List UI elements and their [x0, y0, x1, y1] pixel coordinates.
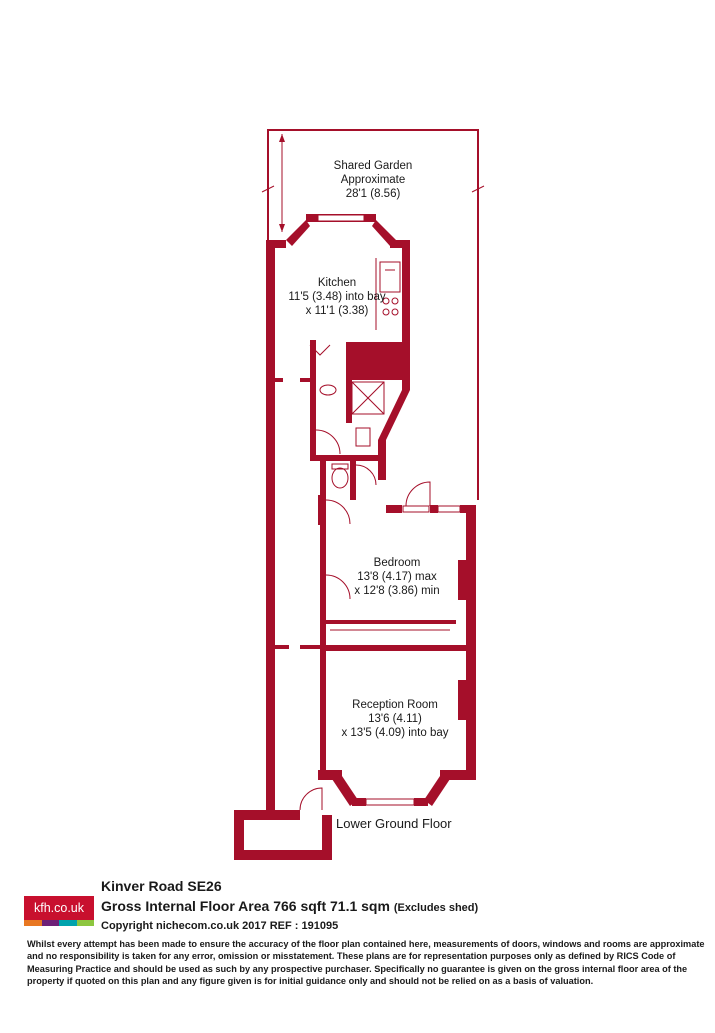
hob-icon — [382, 297, 390, 305]
svg-text:Shared Garden: Shared Garden — [334, 160, 413, 172]
svg-text:Kitchen: Kitchen — [318, 277, 356, 289]
shared-garden — [261, 129, 485, 500]
reception-label: Reception Room 13'6 (4.11) x 13'5 (4.09)… — [341, 699, 448, 739]
outer-walls — [234, 214, 476, 860]
logo-text: kfh.co.uk — [24, 896, 94, 920]
floor-area: Gross Internal Floor Area 766 sqft 71.1 … — [101, 898, 478, 914]
doors — [299, 344, 431, 811]
toilet-icon — [331, 467, 349, 489]
windows — [317, 214, 461, 806]
footer: kfh.co.uk Kinver Road SE26 Gross Interna… — [0, 872, 715, 1033]
bedroom-label: Bedroom 13'8 (4.17) max x 12'8 (3.86) mi… — [354, 557, 439, 597]
svg-text:28'1 (8.56): 28'1 (8.56) — [346, 188, 401, 200]
floor-name-label: Lower Ground Floor — [336, 816, 452, 831]
svg-text:x 11'1 (3.38): x 11'1 (3.38) — [306, 305, 369, 317]
shower-icon — [351, 381, 385, 415]
kitchen-sink-icon — [379, 261, 401, 293]
svg-text:x 13'5 (4.09) into bay: x 13'5 (4.09) into bay — [341, 727, 448, 739]
kfh-logo[interactable]: kfh.co.uk — [24, 896, 94, 928]
svg-text:Approximate: Approximate — [341, 174, 406, 186]
floor-plan: Shared Garden Approximate 28'1 (8.56) Ki… — [234, 129, 485, 860]
copyright-line: Copyright nichecom.co.uk 2017 REF : 1910… — [101, 920, 339, 932]
svg-text:Reception Room: Reception Room — [352, 699, 438, 711]
svg-text:11'5 (3.48) into bay: 11'5 (3.48) into bay — [288, 291, 385, 303]
property-address: Kinver Road SE26 — [101, 878, 222, 894]
toilet-icon — [355, 427, 371, 447]
svg-text:13'8 (4.17) max: 13'8 (4.17) max — [357, 571, 437, 583]
logo-stripes — [24, 920, 94, 926]
svg-text:Bedroom: Bedroom — [374, 557, 421, 569]
garden-label: Shared Garden Approximate 28'1 (8.56) — [334, 160, 413, 200]
kitchen-label: Kitchen 11'5 (3.48) into bay x 11'1 (3.3… — [288, 277, 385, 317]
svg-text:x 12'8 (3.86) min: x 12'8 (3.86) min — [354, 585, 439, 597]
svg-text:13'6 (4.11): 13'6 (4.11) — [368, 713, 422, 725]
inner-walls — [275, 340, 470, 780]
disclaimer-text: Whilst every attempt has been made to en… — [27, 939, 705, 987]
basin-icon — [319, 384, 337, 396]
floor-area-note: (Excludes shed) — [393, 902, 479, 914]
fixtures — [319, 258, 450, 631]
floor-area-text: Gross Internal Floor Area 766 sqft 71.1 … — [101, 898, 390, 914]
